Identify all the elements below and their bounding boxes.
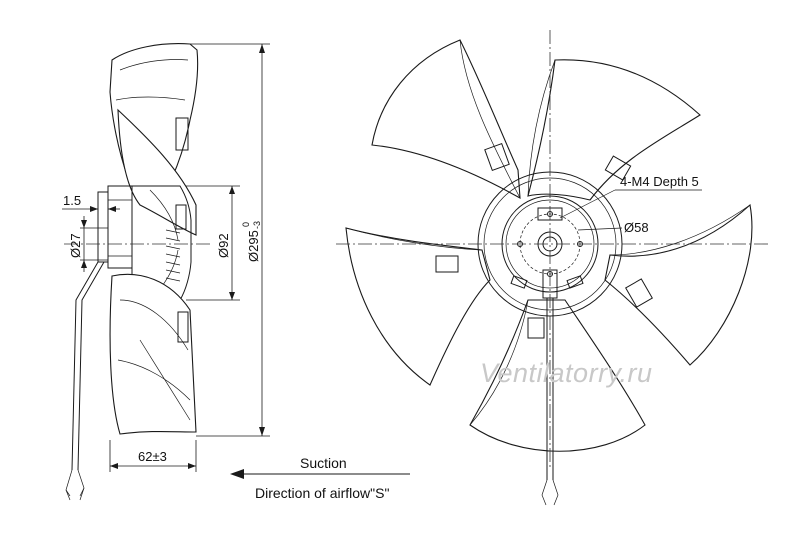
dim-shaft-diameter: Ø27 <box>68 233 83 258</box>
front-blade-right <box>604 203 753 366</box>
airflow-indicator: Suction Direction of airflow"S" <box>230 455 410 501</box>
mount-holes-label: 4-M4 Depth 5 <box>620 174 699 189</box>
front-view-cable <box>546 298 554 480</box>
front-view: 4-M4 Depth 5 Ø58 <box>336 30 770 506</box>
side-view: Ø295 0 -3 Ø92 Ø27 1.5 <box>62 43 270 501</box>
watermark: Ventilatorry.ru <box>480 358 653 388</box>
side-view-shaft-housing <box>107 185 133 269</box>
dim-depth: 62±3 <box>138 449 167 464</box>
side-view-middle-blade <box>117 108 197 236</box>
side-view-cable <box>71 261 105 471</box>
side-view-lower-blade <box>109 273 197 435</box>
airflow-arrow-head <box>230 469 244 479</box>
front-blade-bottom <box>469 299 646 452</box>
front-blade-left <box>345 227 491 386</box>
front-blade-top <box>527 59 701 201</box>
bolt-circle-label: Ø58 <box>624 220 649 235</box>
dim-fan-diameter: Ø295 <box>246 230 261 262</box>
dim-fan-tol-lower: -3 <box>252 221 262 229</box>
side-view-flange <box>97 191 109 263</box>
suction-label: Suction <box>300 455 347 471</box>
side-view-motor <box>131 185 192 301</box>
dim-hub-diameter: Ø92 <box>216 233 231 258</box>
dim-fan-tol-upper: 0 <box>241 222 251 227</box>
front-blade-upper-left <box>371 39 521 199</box>
side-view-fins <box>165 229 181 282</box>
airflow-direction-label: Direction of airflow"S" <box>255 485 389 501</box>
dim-gap: 1.5 <box>63 193 81 208</box>
